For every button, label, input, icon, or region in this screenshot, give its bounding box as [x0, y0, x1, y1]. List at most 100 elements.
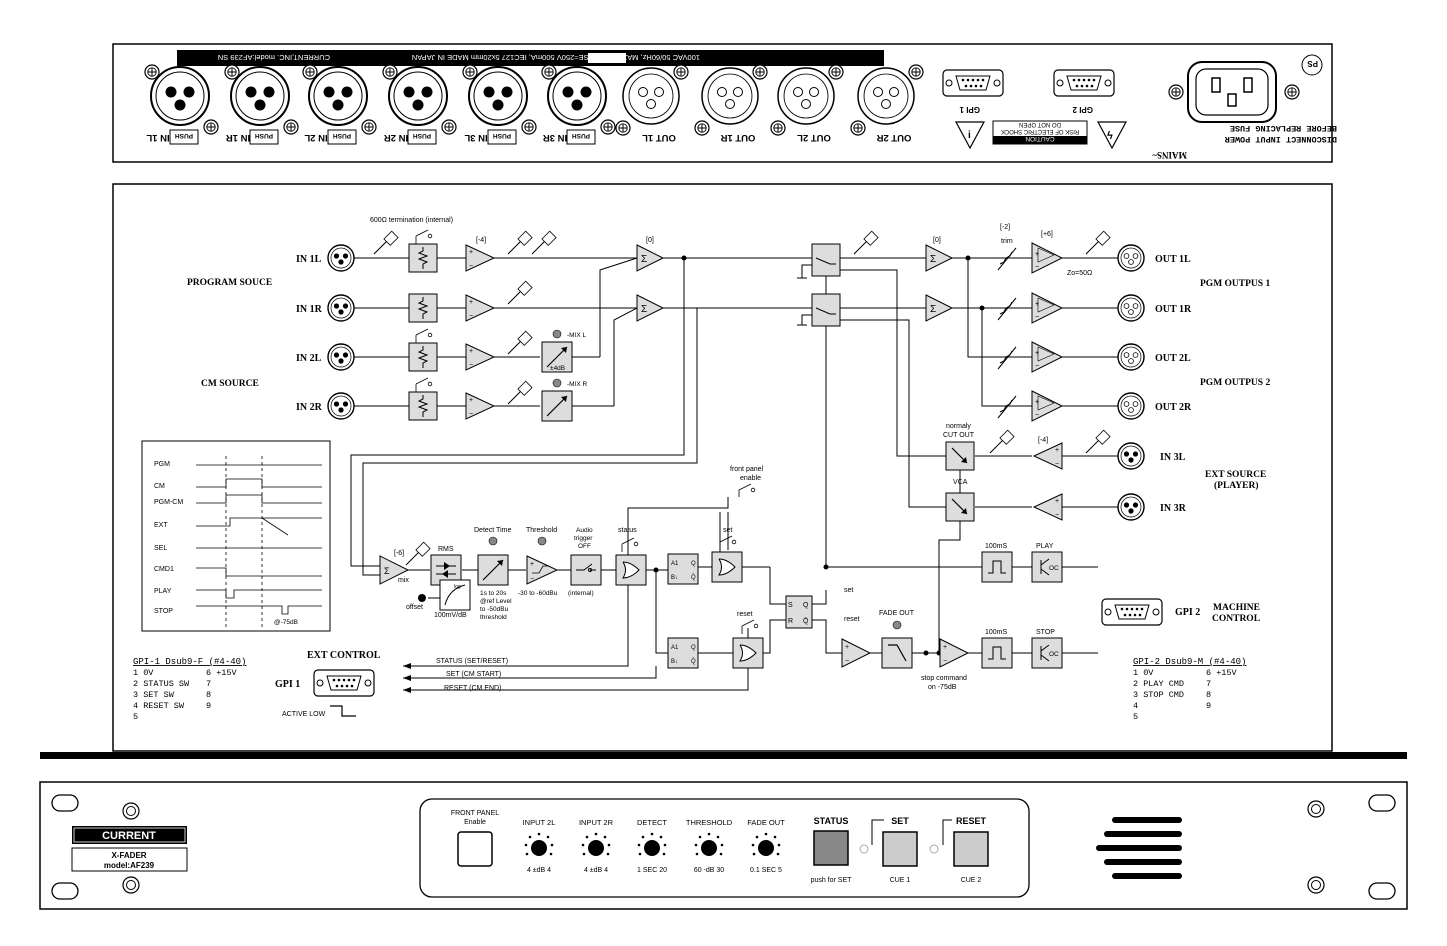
pin-row-left: 4	[1133, 701, 1138, 711]
rear-input-label: IN 2L	[304, 132, 327, 143]
front-knob[interactable]: INPUT 2L4 ±dB 4	[523, 818, 556, 874]
pgm-out-2-label: PGM OUTPUS 2	[1200, 378, 1270, 388]
cut-out-label: CUT OUT	[943, 432, 975, 439]
sr-latch: S R Q Q̄	[785, 595, 813, 629]
reset-led	[929, 844, 939, 854]
gpi2-label: GPI 2	[1175, 607, 1200, 618]
pin-row-left: 3 SET SW	[133, 690, 175, 700]
log-scale-label: 100mV/dB	[434, 612, 467, 619]
in-gain: [-4]	[476, 237, 486, 244]
gpi1-label: GPI 1	[275, 679, 300, 690]
pin-row-left: 2 PLAY CMD	[1133, 679, 1184, 689]
audio-trigger-2: trigger	[574, 535, 593, 542]
sum1-gain: [0]	[646, 237, 654, 244]
timing-note: @-75dB	[274, 619, 298, 626]
caution-title: CAUTION	[1025, 135, 1055, 142]
svg-text:−: −	[1035, 264, 1039, 271]
svg-text:−: −	[1035, 412, 1039, 419]
svg-text:+: +	[1035, 350, 1039, 357]
vca-label: VCA	[953, 479, 968, 486]
pin-row-left: 5	[133, 712, 138, 722]
svg-text:Σ: Σ	[930, 304, 936, 315]
enable-label-1: FRONT PANEL	[451, 810, 499, 817]
info-warning-icon: i	[954, 121, 986, 150]
set-gate-label: set	[723, 527, 732, 534]
pin-row-right: 9	[1206, 701, 1211, 711]
detect-range-4: threshold	[480, 614, 507, 621]
in3r-label: IN 3R	[1160, 503, 1187, 514]
detect-range-2: @ref Level	[480, 598, 512, 605]
timing-row-label: STOP	[154, 608, 173, 615]
log-label: log	[454, 584, 461, 590]
svg-text:B↓: B↓	[671, 575, 678, 581]
svg-text:ϟ: ϟ	[1107, 130, 1113, 142]
svg-text:A1: A1	[671, 561, 679, 567]
timing-row-label: PLAY	[154, 588, 172, 595]
signal-reset: RESET (CM END)	[444, 685, 501, 692]
svg-text:Q̄: Q̄	[803, 617, 809, 625]
pin-row-right: 7	[1206, 679, 1211, 689]
ext-control-label: EXT CONTROL	[307, 650, 381, 661]
caution-line1: RISK OF ELECTRIC SHOCK	[1001, 128, 1079, 134]
front-panel-enable-button[interactable]	[457, 831, 493, 867]
rear-output-label: OUT 2R	[876, 132, 911, 143]
zo-label: Zo=50Ω	[1067, 270, 1092, 277]
out2r-label: OUT 2R	[1155, 402, 1192, 413]
flip-flop-2: A1B↓ QQ̄	[667, 637, 699, 669]
pin-row-right: 6 +15V	[206, 668, 238, 678]
status-sub: push for SET	[811, 877, 853, 884]
rms-label: RMS	[438, 546, 454, 553]
push-label: PUSH	[175, 132, 193, 139]
cm-source-label: CM SOURCE	[201, 379, 259, 389]
model-line2: model:AF239	[104, 861, 155, 870]
status-button[interactable]	[813, 830, 849, 866]
pin-row-left: 2 STATUS SW	[133, 679, 190, 689]
timer-label-1: 100mS	[985, 543, 1008, 550]
pgm-out-1-label: PGM OUTPUS 1	[1200, 279, 1270, 289]
front-knob[interactable]: INPUT 2R4 ±dB 4	[579, 818, 614, 874]
caution-line2: DO NOT OPEN	[1019, 121, 1061, 127]
signal-set: SET (CM START)	[446, 671, 501, 678]
pin-row-left: 3 STOP CMD	[1133, 690, 1184, 700]
svg-text:Q: Q	[803, 602, 809, 609]
status-label: status	[618, 527, 637, 534]
mix-r-label: -MIX R	[567, 381, 588, 388]
status-label: STATUS	[814, 816, 849, 826]
knob-label: INPUT 2R	[579, 818, 614, 827]
rear-output-xlr: OUT 2L	[770, 64, 844, 143]
svg-text:Σ: Σ	[930, 254, 936, 265]
offset-label: offset	[406, 604, 423, 611]
termination-label: 600Ω termination (internal)	[370, 217, 453, 224]
machine-control-1: MACHINE	[1213, 603, 1260, 613]
svg-text:Q: Q	[691, 645, 696, 651]
set-button[interactable]	[882, 831, 918, 867]
timing-row-label: SEL	[154, 545, 167, 552]
pin-row-left: 5	[1133, 712, 1138, 722]
block-diagram: IN 1L IN 1R IN 2L IN 2R PROGRAM SOUCE CM…	[112, 183, 1333, 752]
signal-status: STATUS (SET/RESET)	[436, 658, 508, 665]
in3l-label: IN 3L	[1160, 452, 1186, 463]
timing-row-label: PGM	[154, 461, 170, 468]
push-label: PUSH	[413, 132, 431, 139]
svg-text:Σ: Σ	[641, 254, 647, 265]
sum-amp-2: Σ	[636, 294, 665, 322]
out1l-label: OUT 1L	[1155, 254, 1191, 265]
svg-text:A1: A1	[671, 645, 679, 651]
rear-output-label: OUT 1L	[642, 132, 676, 143]
mix-label: mix	[398, 577, 409, 584]
ext-source-label: EXT SOURCE	[1205, 470, 1266, 480]
reset-button[interactable]	[953, 831, 989, 867]
knob-range: 4 ±dB 4	[527, 867, 551, 874]
rear-input-label: IN 1L	[146, 132, 169, 143]
svg-text:OC: OC	[1049, 651, 1059, 658]
pin-row-left: 4 RESET SW	[133, 701, 185, 711]
out-gain: [+6]	[1041, 231, 1053, 238]
reset-led-label: reset	[844, 616, 860, 623]
in2r-label: IN 2R	[296, 402, 323, 413]
internal-label: (internal)	[568, 590, 594, 597]
